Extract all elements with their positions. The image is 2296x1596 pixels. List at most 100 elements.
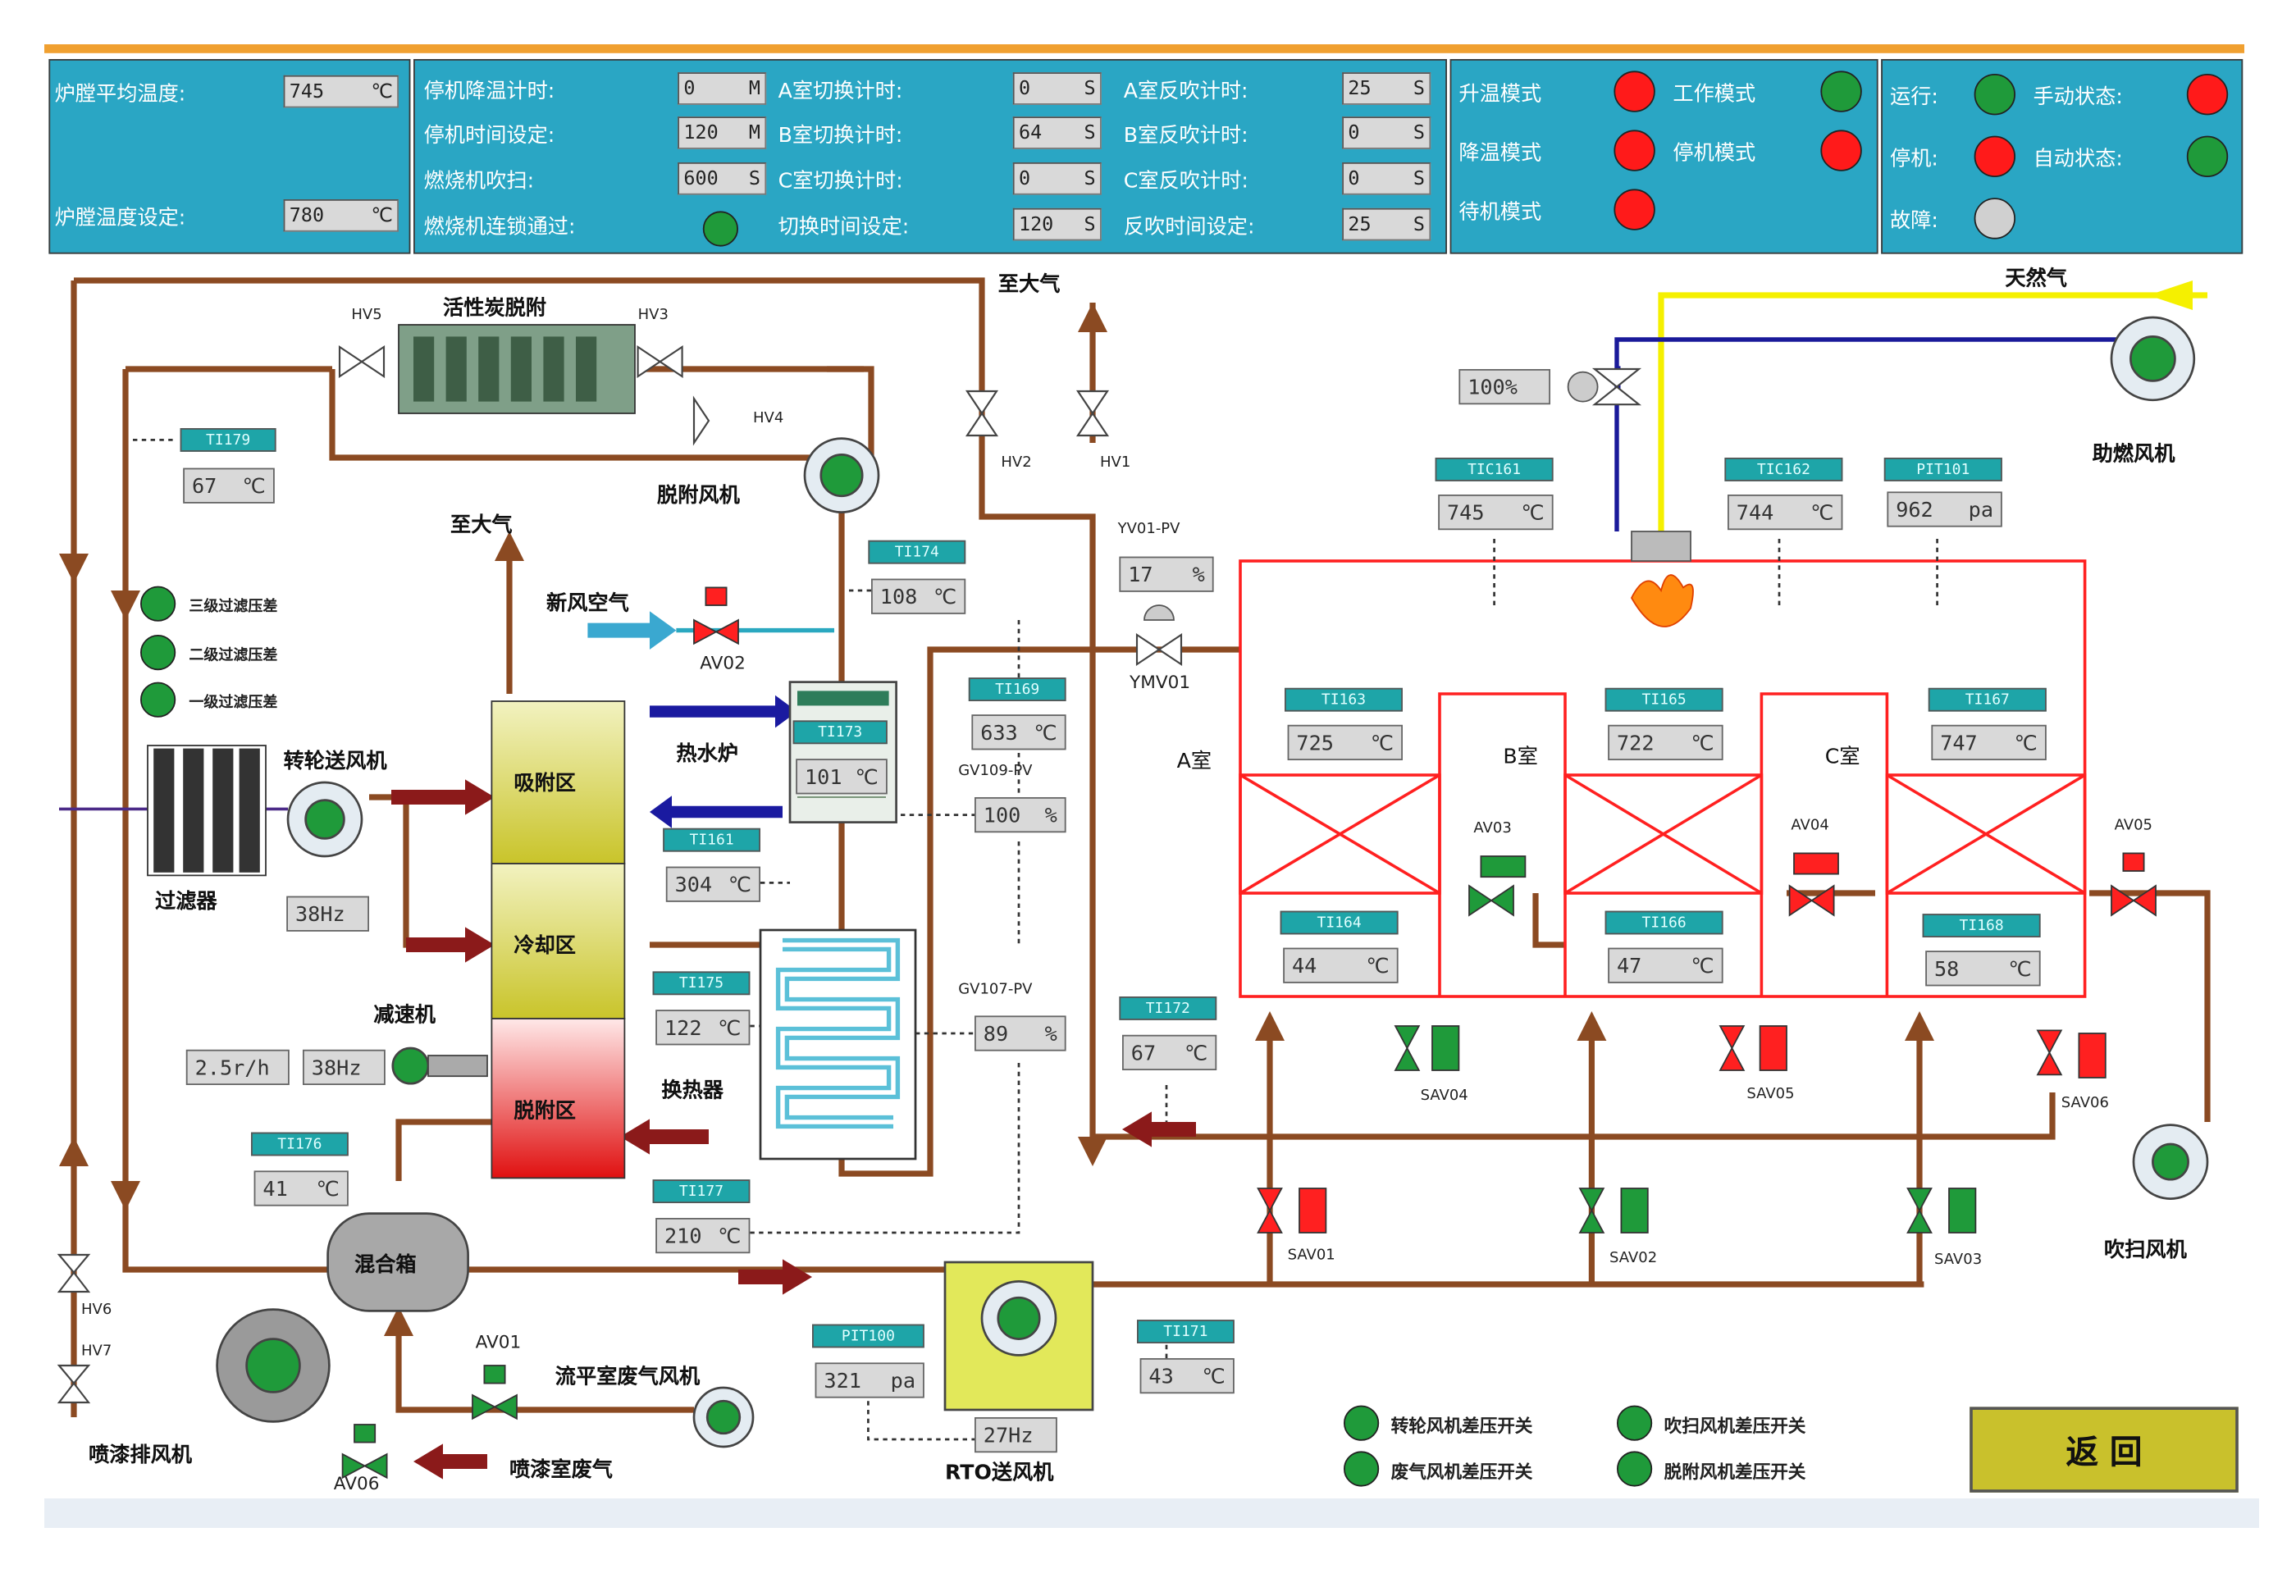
temp-set-unit: ℃ <box>371 204 393 227</box>
c-switch-label: C室切换计时: <box>778 170 903 194</box>
sav01-label: SAV01 <box>1287 1247 1335 1264</box>
ti174-display: 108℃ <box>871 578 966 614</box>
ti165-unit: ℃ <box>1691 732 1714 756</box>
ti177-unit: ℃ <box>718 1225 742 1249</box>
back-button[interactable]: 返 回 <box>1970 1407 2239 1493</box>
ti171-value: 43 <box>1148 1366 1174 1389</box>
ti176-tag: TI176 <box>251 1132 349 1156</box>
ti164-unit: ℃ <box>1366 955 1390 979</box>
gv107-pv-label: GV107-PV <box>958 982 1033 998</box>
a-back-label: A室反吹计时: <box>1123 80 1248 103</box>
ti173-display: 101℃ <box>796 759 888 795</box>
hot-water-boiler-label: 热水炉 <box>676 742 738 767</box>
fresh-air-label: 新风空气 <box>546 591 629 616</box>
sav06-label: SAV06 <box>2061 1095 2109 1112</box>
gv107-unit: % <box>1044 1023 1057 1047</box>
avg-temp-display: 745℃ <box>283 75 399 108</box>
mode-panel: 升温模式 工作模式 降温模式 停机模式 待机模式 <box>1449 59 1878 254</box>
switch-set-unit: S <box>1084 213 1096 236</box>
standby-mode-label: 待机模式 <box>1458 200 1542 225</box>
spray-waste-gas-label: 喷漆室废气 <box>509 1458 613 1483</box>
ti171-display: 43℃ <box>1139 1358 1235 1394</box>
tic162-display: 744℃ <box>1728 495 1843 531</box>
ti163-value: 725 <box>1296 732 1334 756</box>
hv7-label: HV7 <box>81 1343 112 1360</box>
a-back-value: 25 <box>1348 77 1372 100</box>
filter-1-label: 一级过滤压差 <box>189 695 278 712</box>
filter-2-lamp <box>140 635 176 671</box>
leveling-fan-label: 流平室废气风机 <box>555 1366 701 1389</box>
waste-fan-ps-lamp <box>1344 1451 1380 1487</box>
ti169-tag: TI169 <box>968 677 1066 701</box>
manual-lamp <box>2186 74 2229 116</box>
filter-2-label: 二级过滤压差 <box>189 648 278 664</box>
mixing-box-label: 混合箱 <box>354 1253 417 1277</box>
temp-set-input[interactable]: 780℃ <box>283 199 399 232</box>
ti176-unit: ℃ <box>316 1178 340 1202</box>
ti167-display: 747℃ <box>1931 724 2047 760</box>
gv109-pv-label: GV109-PV <box>958 763 1033 780</box>
ti171-tag: TI171 <box>1137 1320 1235 1343</box>
tic161-display: 745℃ <box>1438 495 1554 531</box>
auto-lamp <box>2186 135 2229 177</box>
heat-exchanger-label: 换热器 <box>661 1078 723 1103</box>
a-back-display: 25 S <box>1342 72 1431 105</box>
ti174-value: 108 <box>879 586 918 610</box>
filter-3-lamp <box>140 586 176 622</box>
ti166-value: 47 <box>1617 955 1642 979</box>
a-switch-label: A室切换计时: <box>778 80 903 103</box>
avg-temp-value: 745 <box>289 80 325 103</box>
a-back-unit: S <box>1413 77 1425 100</box>
stop-lamp <box>1974 135 2015 177</box>
ti163-unit: ℃ <box>1370 732 1394 756</box>
hv3-label: HV3 <box>637 307 669 324</box>
switch-set-value: 120 <box>1019 213 1054 236</box>
ti169-unit: ℃ <box>1034 722 1057 746</box>
c-switch-unit: S <box>1084 167 1096 190</box>
fault-label: 故障: <box>1890 209 1938 234</box>
gv109-unit: % <box>1044 805 1057 828</box>
yv01-value: 17 <box>1128 563 1153 588</box>
pit101-value: 962 <box>1896 499 1933 523</box>
c-back-unit: S <box>1413 167 1425 190</box>
heat-mode-lamp <box>1614 71 1655 112</box>
ti164-display: 44℃ <box>1283 947 1399 983</box>
adsorb-zone-label: 吸附区 <box>514 772 576 796</box>
b-back-value: 0 <box>1348 121 1360 144</box>
gas-valve-display: 100% <box>1458 369 1550 405</box>
spray-exhaust-fan-label: 喷漆排风机 <box>89 1443 192 1468</box>
pit100-unit: pa <box>890 1370 915 1394</box>
hv5-label: HV5 <box>351 307 382 324</box>
shutdown-cool-value: 0 <box>683 77 696 100</box>
filter-1-lamp <box>140 682 176 718</box>
rotor-fan-ps-label: 转轮风机差压开关 <box>1390 1416 1533 1437</box>
rto-hz-value: 27Hz <box>983 1425 1034 1448</box>
desorption-fan-label: 脱附风机 <box>657 484 740 508</box>
ti168-tag: TI168 <box>1922 914 2041 937</box>
switch-set-input[interactable]: 120 S <box>1012 207 1102 241</box>
c-back-label: C室反吹计时: <box>1123 170 1248 194</box>
ti172-unit: ℃ <box>1185 1042 1208 1066</box>
shutdown-set-label: 停机时间设定: <box>423 124 555 148</box>
burner-purge-unit: S <box>748 167 760 190</box>
room-c-label: C室 <box>1824 746 1860 769</box>
pit101-unit: pa <box>1968 499 1993 523</box>
gv107-value: 89 <box>983 1023 1009 1047</box>
pit101-tag: PIT101 <box>1883 458 2002 481</box>
sav04-label: SAV04 <box>1420 1088 1468 1105</box>
natural-gas-label: 天然气 <box>2005 267 2067 291</box>
gas-valve-value: 100% <box>1468 376 1518 400</box>
ti174-tag: TI174 <box>868 540 966 564</box>
ti175-unit: ℃ <box>718 1017 742 1041</box>
ti169-value: 633 <box>980 722 1018 746</box>
ti176-value: 41 <box>262 1178 288 1202</box>
ti172-tag: TI172 <box>1119 996 1217 1020</box>
ti166-tag: TI166 <box>1604 910 1723 935</box>
ti168-unit: ℃ <box>2008 958 2032 982</box>
